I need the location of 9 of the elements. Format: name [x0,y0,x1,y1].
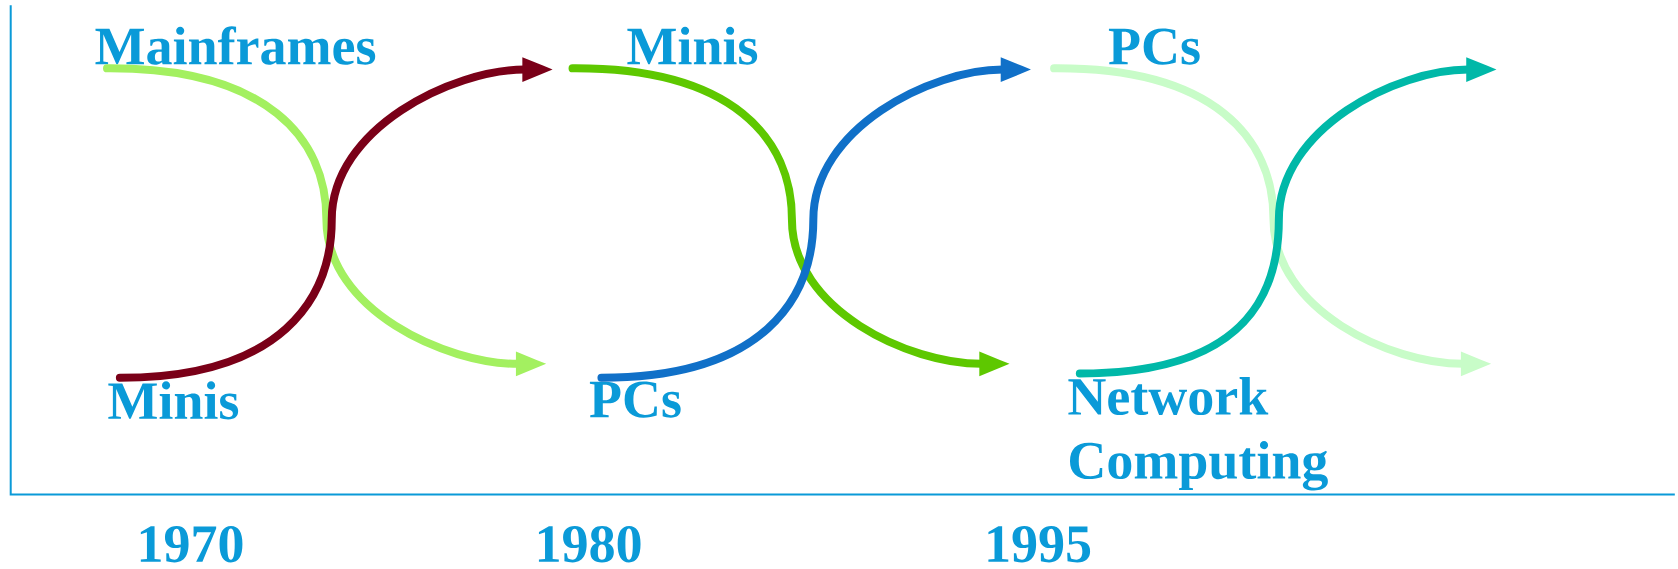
year-label: 1980 [538,525,641,563]
item-label: PCs [1108,28,1200,65]
item-label: Mainframes [95,26,376,65]
item-label: PCs [589,381,681,418]
item-label: Minis [627,26,758,65]
year-label: 1970 [140,525,243,563]
year-label: 1995 [988,525,1091,563]
item-label: Network Computing [1068,376,1328,491]
item-label: Minis [108,381,239,420]
